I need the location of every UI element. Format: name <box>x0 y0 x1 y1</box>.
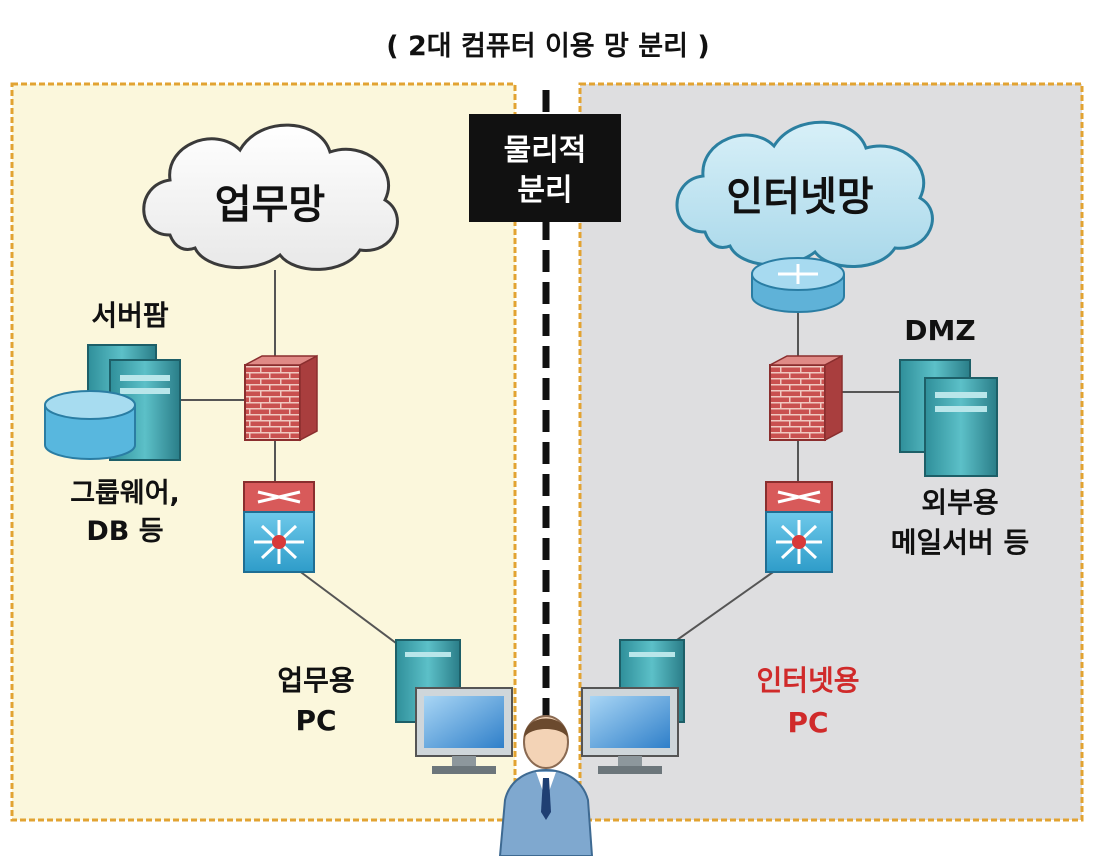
business-pc-label-line2: PC <box>295 704 336 737</box>
user-icon <box>498 715 594 856</box>
groupware-label-line2: DB 등 <box>86 516 163 547</box>
router-icon <box>751 257 845 313</box>
internet-pc-label-line2: PC <box>787 706 828 739</box>
cloud-icon <box>142 123 399 271</box>
firewall-icon <box>769 354 843 442</box>
database-icon <box>44 390 136 460</box>
server-farm-label: 서버팜 <box>91 299 169 332</box>
business-cloud-label: 업무망 <box>215 182 326 228</box>
server-icon <box>899 359 998 477</box>
switch-icon <box>765 481 833 573</box>
mail-server-label-line2: 메일서버 등 <box>891 526 1030 559</box>
internet-cloud-label: 인터넷망 <box>726 174 873 220</box>
left-connections <box>178 270 409 653</box>
separation-label-box <box>469 114 621 222</box>
internet-pc-label-line1: 인터넷용 <box>756 664 859 697</box>
right-connections <box>659 310 904 653</box>
mail-server-label-line1: 외부용 <box>921 486 998 519</box>
page-title: ( 2대 컴퓨터 이용 망 분리 ) <box>386 31 709 62</box>
separation-label-line1: 물리적 <box>504 133 587 168</box>
dmz-label: DMZ <box>904 314 975 347</box>
business-pc-label-line1: 업무용 <box>277 664 354 697</box>
firewall-icon <box>244 354 318 442</box>
separation-label-line2: 분리 <box>517 173 572 208</box>
switch-icon <box>243 481 315 573</box>
groupware-label-line1: 그룹웨어, <box>70 478 180 509</box>
pc-icon <box>395 639 513 774</box>
pc-icon <box>581 639 685 774</box>
